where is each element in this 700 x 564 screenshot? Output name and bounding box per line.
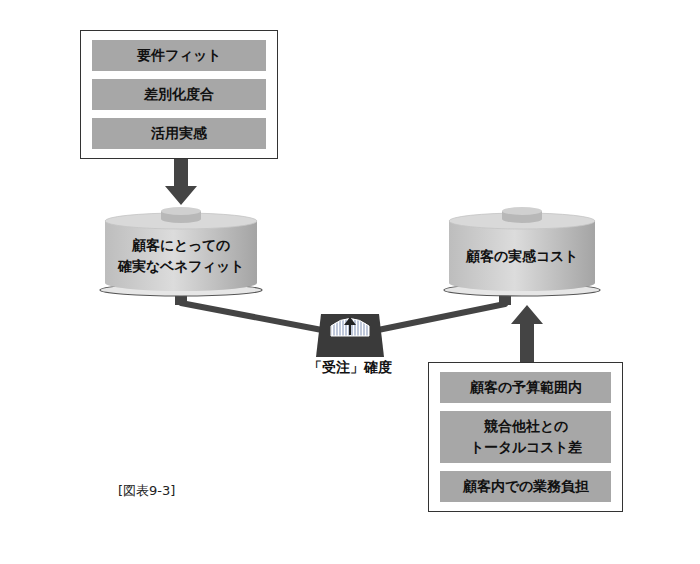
- factor-box: 活用実感: [92, 118, 266, 149]
- node-text: 差別化度合: [144, 84, 214, 105]
- node-text: 顧客の実感コスト: [466, 246, 578, 267]
- text-wrap: 顧客の実感コスト: [451, 227, 593, 285]
- cylinder-shape: [99, 205, 263, 305]
- factor-box: 差別化度合: [92, 79, 266, 110]
- factor-group: 顧客の予算範囲内競合他社との トータルコスト差顧客内での業務負担: [428, 362, 623, 512]
- block-arrow: [511, 305, 543, 362]
- node-text: 要件フィット: [137, 45, 221, 66]
- node-text: 活用実感: [151, 123, 207, 144]
- node-text: 競合他社との トータルコスト差: [446, 416, 605, 458]
- weight-cylinder: 顧客の実感コスト: [443, 205, 601, 305]
- factor-box: 競合他社との トータルコスト差: [440, 411, 611, 463]
- weight-knob-top: [161, 207, 201, 215]
- factor-box: 顧客内での業務負担: [440, 471, 611, 502]
- figure-number: [図表9-3]: [118, 482, 175, 500]
- node-text: 「受注」確度: [296, 357, 404, 378]
- factor-box: 顧客の予算範囲内: [440, 372, 611, 403]
- result-box: 「受注」確度: [296, 357, 404, 378]
- beam-right: [378, 304, 505, 330]
- gauge-needle-head: [344, 317, 356, 325]
- node-text: 顧客内での業務負担: [463, 476, 589, 497]
- factor-box: 要件フィット: [92, 40, 266, 71]
- weight-cylinder: 顧客にとっての 確実なベネフィット: [99, 205, 263, 305]
- node-text: 顧客にとっての 確実なベネフィット: [107, 235, 255, 277]
- weight-body: [449, 221, 595, 291]
- factor-group: 要件フィット差別化度合活用実感: [80, 30, 278, 159]
- fulcrum: [316, 314, 384, 357]
- weight-body: [105, 221, 257, 291]
- node-text: 顧客の予算範囲内: [470, 377, 582, 398]
- weight-knob-top: [502, 207, 542, 215]
- text-wrap: 顧客にとっての 確実なベネフィット: [107, 227, 255, 285]
- beam-left: [181, 303, 322, 330]
- block-arrow: [165, 159, 197, 205]
